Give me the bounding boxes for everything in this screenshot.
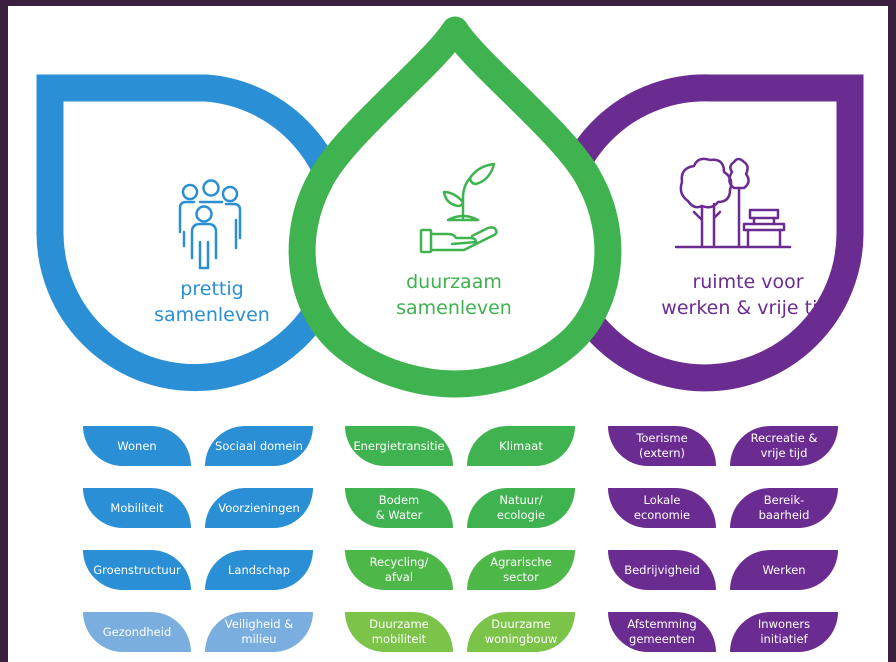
- theme-pill-recreatie: Recreatie & vrije tijd: [730, 426, 838, 466]
- pillar-line: ruimte voor: [692, 271, 804, 293]
- theme-pill-natuur-ecologie: Natuur/ ecologie: [467, 488, 575, 528]
- pillar-line: prettig: [180, 278, 244, 300]
- theme-pill-energietransitie: Energietransitie: [345, 426, 453, 466]
- theme-pill-afstemming-gemeenten: Afstemming gemeenten: [608, 612, 716, 652]
- pillar-label-prettig: prettig samenleven: [142, 276, 282, 328]
- theme-pill-veiligheid-milieu: Veiligheid & milieu: [205, 612, 313, 652]
- pillar-drops: [36, 16, 864, 398]
- theme-pill-gezondheid: Gezondheid: [83, 612, 191, 652]
- theme-pill-lokale-economie: Lokale economie: [608, 488, 716, 528]
- theme-pill-mobiliteit: Mobiliteit: [83, 488, 191, 528]
- pillar-line: duurzaam: [406, 271, 502, 293]
- theme-pill-inwoners-initiatief: Inwoners initiatief: [730, 612, 838, 652]
- pillar-line: samenleven: [396, 297, 512, 319]
- theme-pill-toerisme: Toerisme (extern): [608, 426, 716, 466]
- pillar-label-duurzaam: duurzaam samenleven: [384, 269, 524, 321]
- pillar-line: werken & vrije tijd: [661, 297, 835, 319]
- theme-pill-wonen: Wonen: [83, 426, 191, 466]
- theme-pill-duurzame-woningbouw: Duurzame woningbouw: [467, 612, 575, 652]
- pillar-label-ruimte: ruimte voor werken & vrije tijd: [648, 269, 848, 321]
- theme-pill-bedrijvigheid: Bedrijvigheid: [608, 550, 716, 590]
- theme-pill-bodem-water: Bodem & Water: [345, 488, 453, 528]
- theme-pill-agrarische-sector: Agrarische sector: [467, 550, 575, 590]
- people-group-icon: [178, 179, 242, 270]
- theme-pill-voorzieningen: Voorzieningen: [205, 488, 313, 528]
- theme-pill-duurzame-mobiliteit: Duurzame mobiliteit: [345, 612, 453, 652]
- theme-pill-recycling-afval: Recycling/ afval: [345, 550, 453, 590]
- theme-pill-werken: Werken: [730, 550, 838, 590]
- theme-pill-klimaat: Klimaat: [467, 426, 575, 466]
- plant-in-hand-icon: [419, 162, 498, 254]
- theme-pill-bereikbaarheid: Bereik- baarheid: [730, 488, 838, 528]
- theme-pill-landschap: Landschap: [205, 550, 313, 590]
- diagram-canvas: prettig samenleven duurzaam samenleven r…: [8, 6, 888, 662]
- tree-and-bench-icon: [674, 157, 792, 249]
- pillar-line: samenleven: [154, 304, 270, 326]
- theme-pill-groenstructuur: Groenstructuur: [83, 550, 191, 590]
- blue-drop-shape: [36, 74, 354, 392]
- purple-drop-shape: [546, 74, 864, 392]
- green-drop-shape: [288, 16, 622, 398]
- theme-pill-sociaal-domein: Sociaal domein: [205, 426, 313, 466]
